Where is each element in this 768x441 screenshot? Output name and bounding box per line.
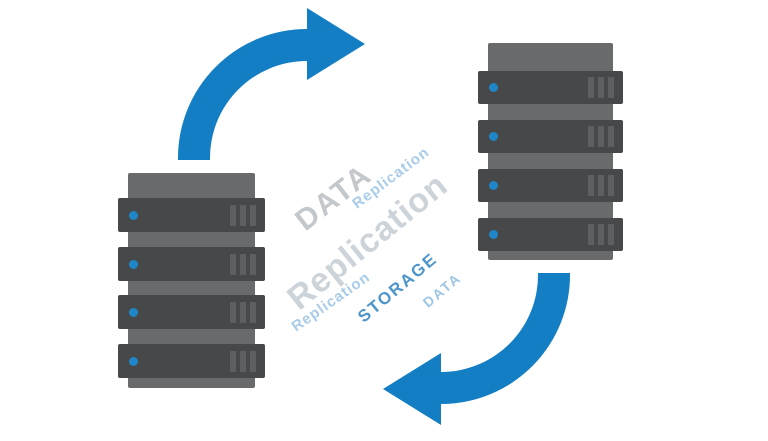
server-unit [118, 198, 265, 232]
vent-slots-icon [588, 175, 614, 196]
led-indicator-icon [129, 259, 138, 269]
led-indicator-icon [129, 307, 138, 317]
server-unit [478, 169, 623, 202]
arrow-down-left-icon [383, 273, 571, 425]
server-unit [118, 295, 265, 329]
server-unit [478, 120, 623, 153]
vent-slots-icon [230, 350, 256, 372]
vent-slots-icon [230, 204, 256, 226]
led-indicator-icon [489, 230, 498, 239]
server-unit [118, 344, 265, 378]
led-indicator-icon [129, 210, 138, 220]
server-unit [478, 71, 623, 104]
vent-slots-icon [230, 253, 256, 275]
led-indicator-icon [489, 181, 498, 190]
arrow-up-right-icon [177, 8, 365, 160]
vent-slots-icon [588, 126, 614, 147]
vent-slots-icon [588, 77, 614, 98]
server-unit [118, 247, 265, 281]
led-indicator-icon [489, 132, 498, 141]
led-indicator-icon [489, 83, 498, 92]
vent-slots-icon [230, 301, 256, 323]
server-unit [478, 218, 623, 251]
vent-slots-icon [588, 224, 614, 245]
led-indicator-icon [129, 356, 138, 366]
